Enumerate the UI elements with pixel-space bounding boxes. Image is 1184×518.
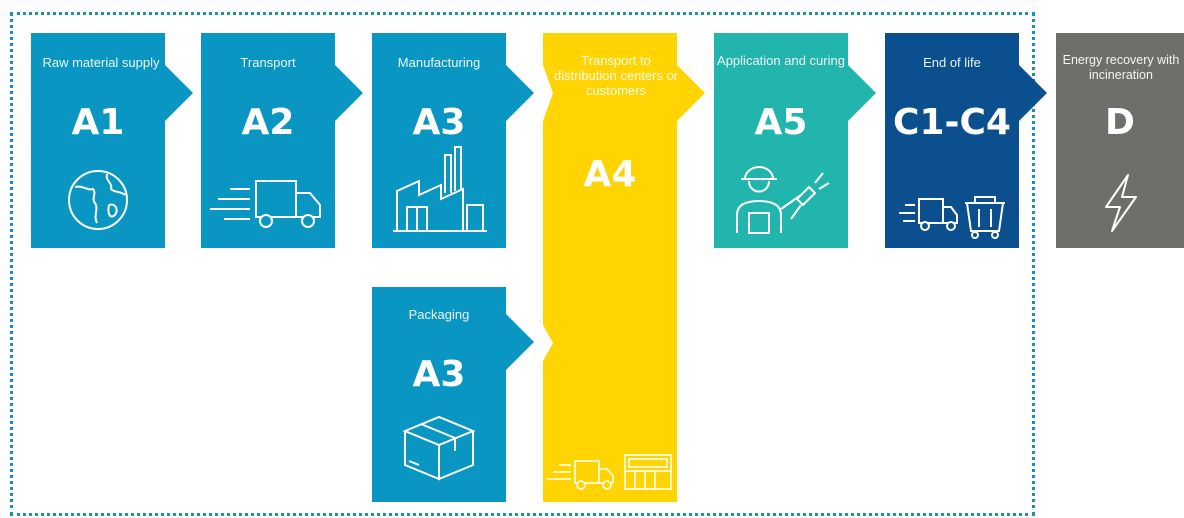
stage-a3-packaging-shape bbox=[372, 287, 534, 502]
stage-c1-c4-code: C1-C4 bbox=[893, 102, 1011, 143]
stage-a1-shape bbox=[31, 33, 193, 248]
stage-a3-packaging-name: Packaging bbox=[408, 307, 470, 322]
truck-and-store-icon bbox=[547, 454, 672, 490]
stage-a5: Application and curing A5 bbox=[714, 33, 876, 248]
stage-c1-c4: End of life C1-C4 bbox=[885, 33, 1047, 248]
stage-a2-name: Transport bbox=[240, 55, 296, 70]
stage-a3-manufacturing-shape bbox=[372, 33, 534, 248]
stage-d-code: D bbox=[1105, 102, 1135, 143]
stage-a4-shape bbox=[543, 33, 705, 502]
factory-icon bbox=[393, 146, 487, 232]
stage-a5-name: Application and curing bbox=[717, 53, 845, 68]
stage-a3-packaging: Packaging A3 bbox=[372, 287, 534, 502]
stage-a3-manufacturing-code: A3 bbox=[412, 102, 466, 143]
box-icon bbox=[402, 415, 476, 481]
stage-a1: Raw material supply A1 bbox=[31, 33, 193, 248]
system-boundary bbox=[10, 12, 1035, 516]
stage-a5-code: A5 bbox=[754, 102, 808, 143]
stage-c1-c4-shape bbox=[885, 33, 1047, 248]
stage-a1-name: Raw material supply bbox=[42, 55, 160, 70]
stage-a5-shape bbox=[714, 33, 876, 248]
stage-a2: Transport A2 bbox=[201, 33, 363, 248]
stage-a1-code: A1 bbox=[71, 102, 125, 143]
stage-d-shape bbox=[1056, 33, 1184, 248]
truck-and-waste-bin-icon bbox=[899, 196, 1005, 239]
lightning-icon bbox=[1105, 174, 1137, 232]
stage-a2-shape bbox=[201, 33, 363, 248]
stage-c1-c4-name: End of life bbox=[923, 55, 981, 70]
stage-a3-packaging-code: A3 bbox=[412, 354, 466, 395]
stage-a4-name: Transport to distribution centers or cus… bbox=[553, 53, 679, 98]
stage-a3-manufacturing-name: Manufacturing bbox=[397, 55, 481, 70]
delivery-truck-icon bbox=[210, 180, 321, 228]
stage-d-name: Energy recovery with incineration bbox=[1062, 53, 1180, 82]
stage-a4: Transport to distribution centers or cus… bbox=[543, 33, 705, 502]
globe-icon bbox=[68, 170, 128, 230]
stage-d: Energy recovery with incineration D bbox=[1056, 33, 1184, 248]
stage-a2-code: A2 bbox=[241, 102, 295, 143]
worker-with-spray-gun-icon bbox=[736, 166, 830, 234]
stage-a4-code: A4 bbox=[583, 154, 637, 195]
stage-a3-manufacturing: Manufacturing A3 bbox=[372, 33, 534, 248]
